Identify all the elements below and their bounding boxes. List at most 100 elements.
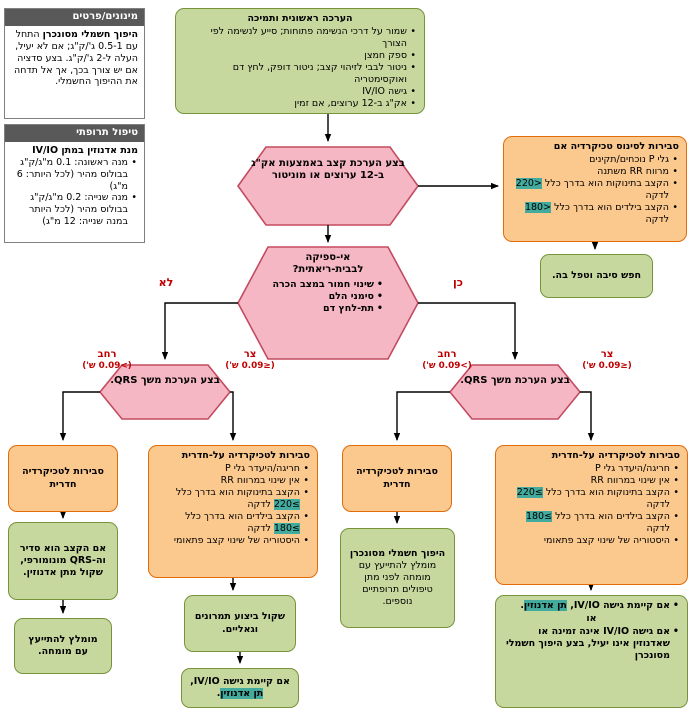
bullet-item: מנה ראשונה: 0.1 מ"ג/ק"ג בבולוס מהיר (לכל… <box>11 157 138 193</box>
bullet-item: שמור על דרכי הנשימה פתוחות; סייע לנשימה … <box>183 26 417 50</box>
box-text: מומלץ להתייעץ עם מומחה. <box>28 633 98 657</box>
bullet-text: הקצב בתינוקות הוא בדרך כלל <box>542 487 670 499</box>
bullet-item: שינוי חמור במצב הכרה <box>270 279 384 291</box>
bullet-item: גישה IV/IO <box>183 86 417 98</box>
branch-label-value: (>0.09 ש') <box>422 360 472 371</box>
svt-box-right: סבירות לטכיקרדיה על-חדרית חריגה/היעדר גל… <box>495 445 688 585</box>
hexagon-shapes <box>98 146 582 420</box>
bullet-highlight: ≥220 <box>273 499 300 511</box>
box-text-fragment: אם קיימת גישה IV/IO, <box>190 675 290 687</box>
box-text-highlight: תן אדנוזין <box>220 688 264 699</box>
box-title: היפוך חשמלי מסונכרן <box>349 547 446 559</box>
bullet-item: הקצב בתינוקות הוא בדרך כלל <220 לדקה <box>511 178 679 202</box>
branch-label-no: לא <box>158 276 174 289</box>
bullet-highlight: ≥180 <box>273 523 300 535</box>
bullet-item: היסטוריה של שינוי קצב פתאומי <box>156 535 310 547</box>
box-text: אם קיימת גישה IV/IO, תן אדנוזין. <box>189 676 291 700</box>
cardiopulmonary-failure-hexagon: אי-ספיקה לבבית-ריאתית? <box>292 252 364 276</box>
arrow <box>393 391 450 441</box>
cardioversion-box: היפוך חשמלי מסונכרן מומלץ להתייעץ עם מומ… <box>340 528 455 628</box>
drug-info-title: מנת אדנוזין במתן IV/IO <box>32 144 138 156</box>
vagal-maneuvers-box: שקול ביצוע תמרונים וגאליים. <box>184 595 296 652</box>
branch-label-wide-right: רחב (>0.09 ש') <box>410 349 484 371</box>
expert-consult-box: מומלץ להתייעץ עם מומחה. <box>14 618 112 674</box>
box-title: סבירות לטכיקרדיה על-חדרית <box>181 450 310 461</box>
treat-cause-box: חפש סיבה וטפל בה. <box>540 254 653 298</box>
bullet-item: אם גישה IV/IO אינה זמינה או שאדנוזין אינ… <box>503 626 680 662</box>
rhythm-eval-hexagon: בצע הערכת קצב באמצעות אק"ג ב-12 ערוצים א… <box>251 158 405 182</box>
box-title: סבירות לטכיקרדיה חדרית <box>356 466 438 490</box>
or-separator: או <box>586 613 597 625</box>
arrow <box>161 302 238 360</box>
box-title: סבירות לטכיקרדיה על-חדרית <box>551 450 680 461</box>
dose-info-text: התחל עם 0.5-1 ג'/ק"ג; אם לא יעיל, העלה ל… <box>13 28 138 88</box>
dose-info-box: מינונים/פרטים היפוך חשמלי מסונכרן התחל ע… <box>4 8 145 119</box>
arrows <box>59 114 599 664</box>
bullet-item: תת-לחץ דם <box>270 303 384 315</box>
bullet-item: ניטור לבבי לזיהוי קצב; ניטור דופק, לחץ ד… <box>183 62 417 86</box>
bullet-highlight: ≥180 <box>525 511 553 523</box>
cardiopulmonary-failure-criteria: שינוי חמור במצב הכרה סימני הלם תת-לחץ דם <box>270 279 384 315</box>
vt-box-left: סבירות לטכיקרדיה חדרית <box>8 445 118 512</box>
vt-box-right: סבירות לטכיקרדיה חדרית <box>342 445 452 512</box>
arrow <box>229 391 237 441</box>
bullet-item: הקצב בתינוקות הוא בדרך כלל ≥220 לדקה <box>503 487 680 511</box>
bullet-item: חריגה/היעדר גלי P <box>156 463 310 475</box>
bullet-text: לדקה <box>645 214 669 226</box>
drug-info-body: מנת אדנוזין במתן IV/IO מנה ראשונה: 0.1 מ… <box>5 142 144 232</box>
bullet-item: הקצב בילדים הוא בדרך כלל ≥180 לדקה <box>503 511 680 535</box>
dose-info-title: היפוך חשמלי מסונכרן <box>42 28 138 40</box>
bullet-highlight: תן אדנוזין <box>523 600 567 611</box>
drug-info-header: טיפול תרופתי <box>5 125 144 142</box>
qrs-duration-hexagon-left: בצע הערכת משך QRS. <box>110 375 220 386</box>
bullet-text: הקצב בילדים הוא בדרך כלל <box>551 202 669 214</box>
bullet-item: מרווח RR משתנה <box>511 166 679 178</box>
monomorphic-adenosine-box: אם הקצב הוא סדיר וה-QRS מונומורפי, שקול … <box>8 522 118 600</box>
branch-label-yes: כן <box>452 276 463 289</box>
branch-label-value: (≤0.09 ש') <box>582 360 632 371</box>
box-title: הערכה ראשונית ותמיכה <box>247 13 353 24</box>
final-treatment-box: אם קיימת גישה IV/IO, תן אדנוזין. או אם ג… <box>495 595 688 708</box>
box-text: שקול ביצוע תמרונים וגאליים. <box>194 611 286 635</box>
bullet-text: הקצב בתינוקות הוא בדרך כלל <box>175 487 300 499</box>
bullet-item: אק"ג ב-12 ערוצים, אם זמין <box>183 98 417 110</box>
branch-label-value: (≤0.09 ש') <box>225 360 275 371</box>
bullet-item: אם קיימת גישה IV/IO, תן אדנוזין. <box>503 600 680 612</box>
bullet-item: היסטוריה של שינוי קצב פתאומי <box>503 535 680 547</box>
box-text-fragment: . <box>216 688 221 699</box>
box-text: מומלץ להתייעץ עם מומחה לפני מתן טיפולים … <box>358 559 437 608</box>
branch-label-narrow-right: צר (≤0.09 ש') <box>570 349 644 371</box>
branch-label-text: צר <box>243 349 257 360</box>
sinus-tachycardia-box: סבירות לסינוס טכיקרדיה אם גלי P נוכחים/ת… <box>503 136 687 242</box>
qrs-duration-hexagon-right: בצע הערכת משך QRS. <box>460 375 570 386</box>
bullet-highlight: ≥220 <box>516 487 543 499</box>
dose-info-body: היפוך חשמלי מסונכרן התחל עם 0.5-1 ג'/ק"ג… <box>5 26 144 92</box>
bullet-text: . <box>520 600 524 611</box>
bullet-text: לדקה <box>646 499 670 511</box>
bullet-text: אם קיימת גישה IV/IO, <box>566 600 670 611</box>
bullet-text: לדקה <box>646 523 670 535</box>
branch-label-text: רחב <box>97 349 117 360</box>
bullet-item: אין שינוי במרווח RR <box>503 475 680 487</box>
box-title: סבירות לסינוס טכיקרדיה אם <box>553 141 679 152</box>
arrow <box>580 391 595 441</box>
branch-label-wide-left: רחב (>0.09 ש') <box>70 349 144 371</box>
qrs-duration-hexagon-left-shape <box>98 364 232 420</box>
initial-assessment-box: הערכה ראשונית ותמיכה שמור על דרכי הנשימה… <box>175 8 425 114</box>
branch-label-text: צר <box>600 349 614 360</box>
bullet-highlight: <180 <box>524 202 552 214</box>
drug-info-box: טיפול תרופתי מנת אדנוזין במתן IV/IO מנה … <box>4 124 145 243</box>
arrow <box>418 302 519 360</box>
arrow <box>59 391 100 441</box>
bullet-text: הקצב בילדים הוא בדרך כלל <box>185 511 300 523</box>
box-title: סבירות לטכיקרדיה חדרית <box>22 466 104 490</box>
bullet-text: לדקה <box>645 190 669 202</box>
bullet-text: הקצב בתינוקות הוא בדרך כלל <box>541 178 669 190</box>
bullet-text: לדקה <box>247 499 274 511</box>
dose-info-header: מינונים/פרטים <box>5 9 144 26</box>
box-text: חפש סיבה וטפל בה. <box>551 269 642 281</box>
svt-box-left: סבירות לטכיקרדיה על-חדרית חריגה/היעדר גל… <box>148 445 318 578</box>
bullet-item: ספק חמצן <box>183 50 417 62</box>
